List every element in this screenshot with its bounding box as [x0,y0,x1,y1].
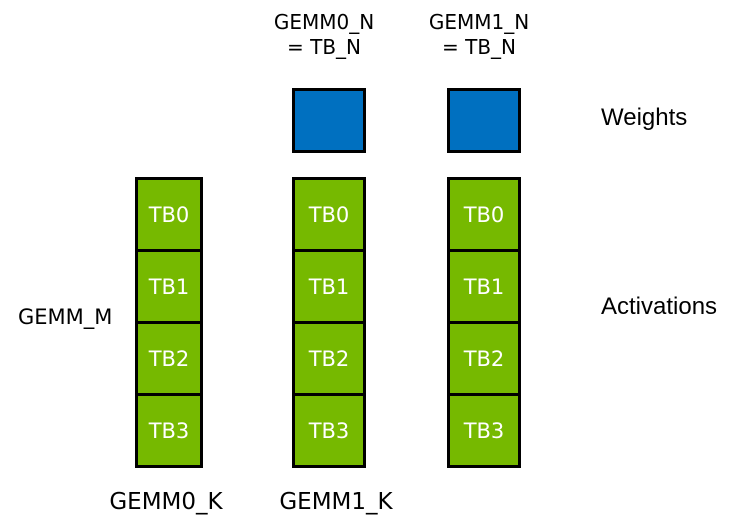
tb-block: TB1 [295,252,363,321]
gemm0-n-header-line2: = TB_N [286,35,361,59]
gemm0-k-label: GEMM0_K [109,489,223,515]
tb-block: TB3 [138,396,200,465]
tb-block: TB0 [450,180,518,249]
gemm0-n-header-line1: GEMM0_N [273,10,375,34]
weights-label: Weights [601,104,688,131]
tb-block: TB3 [295,396,363,465]
tb-block: TB2 [295,324,363,393]
gemm1-k-label: GEMM1_K [279,489,393,515]
tb-block: TB3 [450,396,518,465]
gemm1-n-header: GEMM1_N = TB_N [404,10,554,60]
tb-block: TB2 [450,324,518,393]
tb-block: TB2 [138,324,200,393]
gemm1-n-header-line2: = TB_N [441,35,516,59]
gemm1-n-header-line1: GEMM1_N [428,10,530,34]
gemm1-weight-tile [447,88,521,153]
gemm0-n-header: GEMM0_N = TB_N [249,10,399,60]
activation-column-2: TB0 TB1 TB2 TB3 [447,177,521,468]
tb-block: TB0 [138,180,200,249]
tb-block: TB0 [295,180,363,249]
activation-column-0: TB0 TB1 TB2 TB3 [135,177,203,468]
activations-label: Activations [601,293,718,320]
gemm-m-label: GEMM_M [18,305,113,329]
tb-block: TB1 [450,252,518,321]
activation-column-1: TB0 TB1 TB2 TB3 [292,177,366,468]
gemm0-weight-tile [292,88,366,153]
tb-block: TB1 [138,252,200,321]
